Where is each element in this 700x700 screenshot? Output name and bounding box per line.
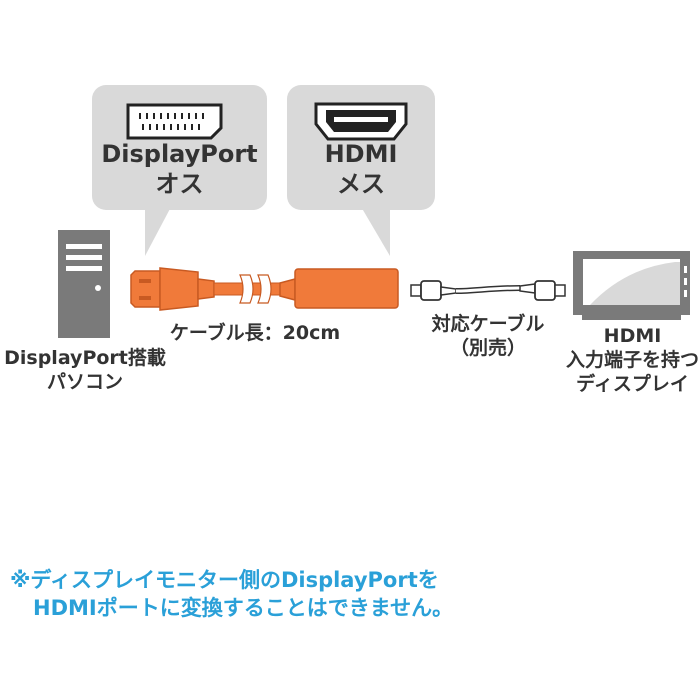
hdmi-connector-icon (314, 102, 408, 141)
cable-length-caption: ケーブル長：20cm (165, 321, 345, 345)
displayport-bubble-pointer (145, 205, 172, 256)
display-caption: HDMI 入力端子を持つ ディスプレイ (565, 324, 700, 396)
displayport-connector-icon (126, 103, 223, 140)
pc-tower-icon (58, 230, 110, 338)
note-line1: ※ディスプレイモニター側のDisplayPortを (10, 568, 439, 592)
pc-caption-line2: パソコン (46, 371, 123, 393)
display-caption-line2: 入力端子を持つ (565, 349, 699, 371)
display-monitor-icon (573, 251, 690, 320)
displayport-gender: オス (155, 170, 204, 198)
hdmi-bubble-pointer (360, 205, 390, 256)
separate-cable-line2: （別売） (449, 337, 526, 359)
displayport-bubble-text: DisplayPort オス (92, 139, 267, 201)
hdmi-bubble-text: HDMI メス (287, 139, 435, 201)
hdmi-cable (410, 280, 566, 301)
pc-caption: DisplayPort搭載 パソコン (0, 346, 170, 394)
note-line2: HDMIポートに変換することはできません。 (33, 596, 454, 620)
displayport-title: DisplayPort (101, 140, 258, 168)
adapter-cable (130, 267, 399, 311)
pc-caption-line1: DisplayPort搭載 (4, 347, 166, 369)
separate-cable-caption: 対応ケーブル （別売） (418, 312, 558, 360)
separate-cable-line1: 対応ケーブル (431, 313, 545, 335)
display-caption-line3: ディスプレイ (576, 373, 689, 395)
hdmi-gender: メス (337, 170, 385, 198)
cable-length-text: ケーブル長：20cm (169, 322, 341, 344)
display-caption-line1: HDMI (603, 325, 662, 347)
hdmi-title: HDMI (324, 140, 398, 168)
